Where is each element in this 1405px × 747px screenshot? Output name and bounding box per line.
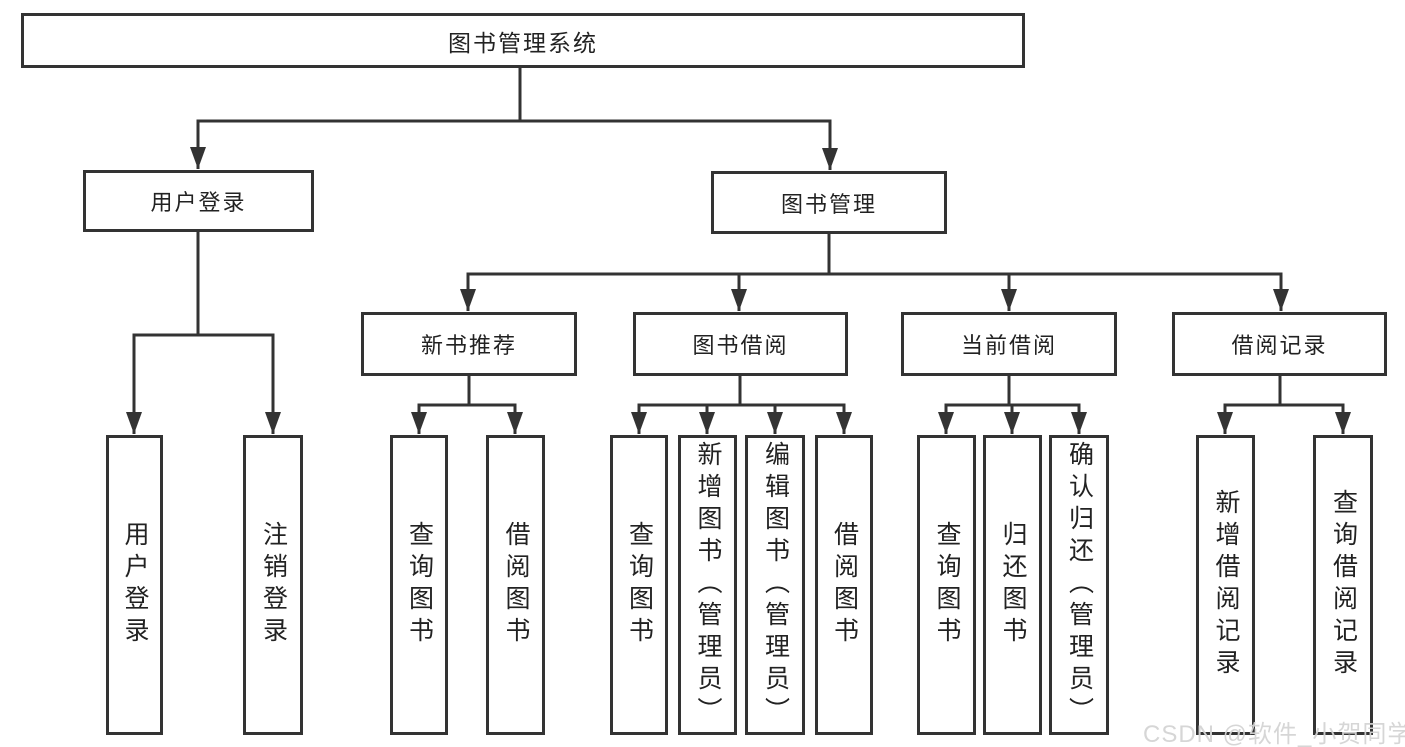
leaf-query-books-borrow: 查询图书 bbox=[610, 435, 668, 735]
leaf-confirm-return-admin: 确认归还（管理员） bbox=[1049, 435, 1109, 735]
leaf-query-books-current: 查询图书 bbox=[917, 435, 976, 735]
node-user-login: 用户登录 bbox=[83, 170, 314, 232]
leaf-add-book-admin: 新增图书（管理员） bbox=[678, 435, 737, 735]
leaf-query-books-recommend: 查询图书 bbox=[390, 435, 448, 735]
leaf-user-login: 用户登录 bbox=[106, 435, 163, 735]
leaf-return-book: 归还图书 bbox=[983, 435, 1042, 735]
leaf-borrow-books-recommend: 借阅图书 bbox=[486, 435, 545, 735]
leaf-add-borrow-record: 新增借阅记录 bbox=[1196, 435, 1255, 735]
node-book-management: 图书管理 bbox=[711, 171, 947, 234]
leaf-borrow-book: 借阅图书 bbox=[815, 435, 873, 735]
leaf-query-borrow-record: 查询借阅记录 bbox=[1313, 435, 1373, 735]
leaf-edit-book-admin: 编辑图书（管理员） bbox=[745, 435, 805, 735]
node-borrow-records: 借阅记录 bbox=[1172, 312, 1387, 376]
node-new-book-recommend: 新书推荐 bbox=[361, 312, 577, 376]
csdn-watermark: CSDN @软件_小贺同学 bbox=[1143, 721, 1405, 747]
node-book-borrow: 图书借阅 bbox=[633, 312, 848, 376]
leaf-logout: 注销登录 bbox=[243, 435, 303, 735]
node-system-root: 图书管理系统 bbox=[21, 13, 1025, 68]
node-current-borrow: 当前借阅 bbox=[901, 312, 1117, 376]
